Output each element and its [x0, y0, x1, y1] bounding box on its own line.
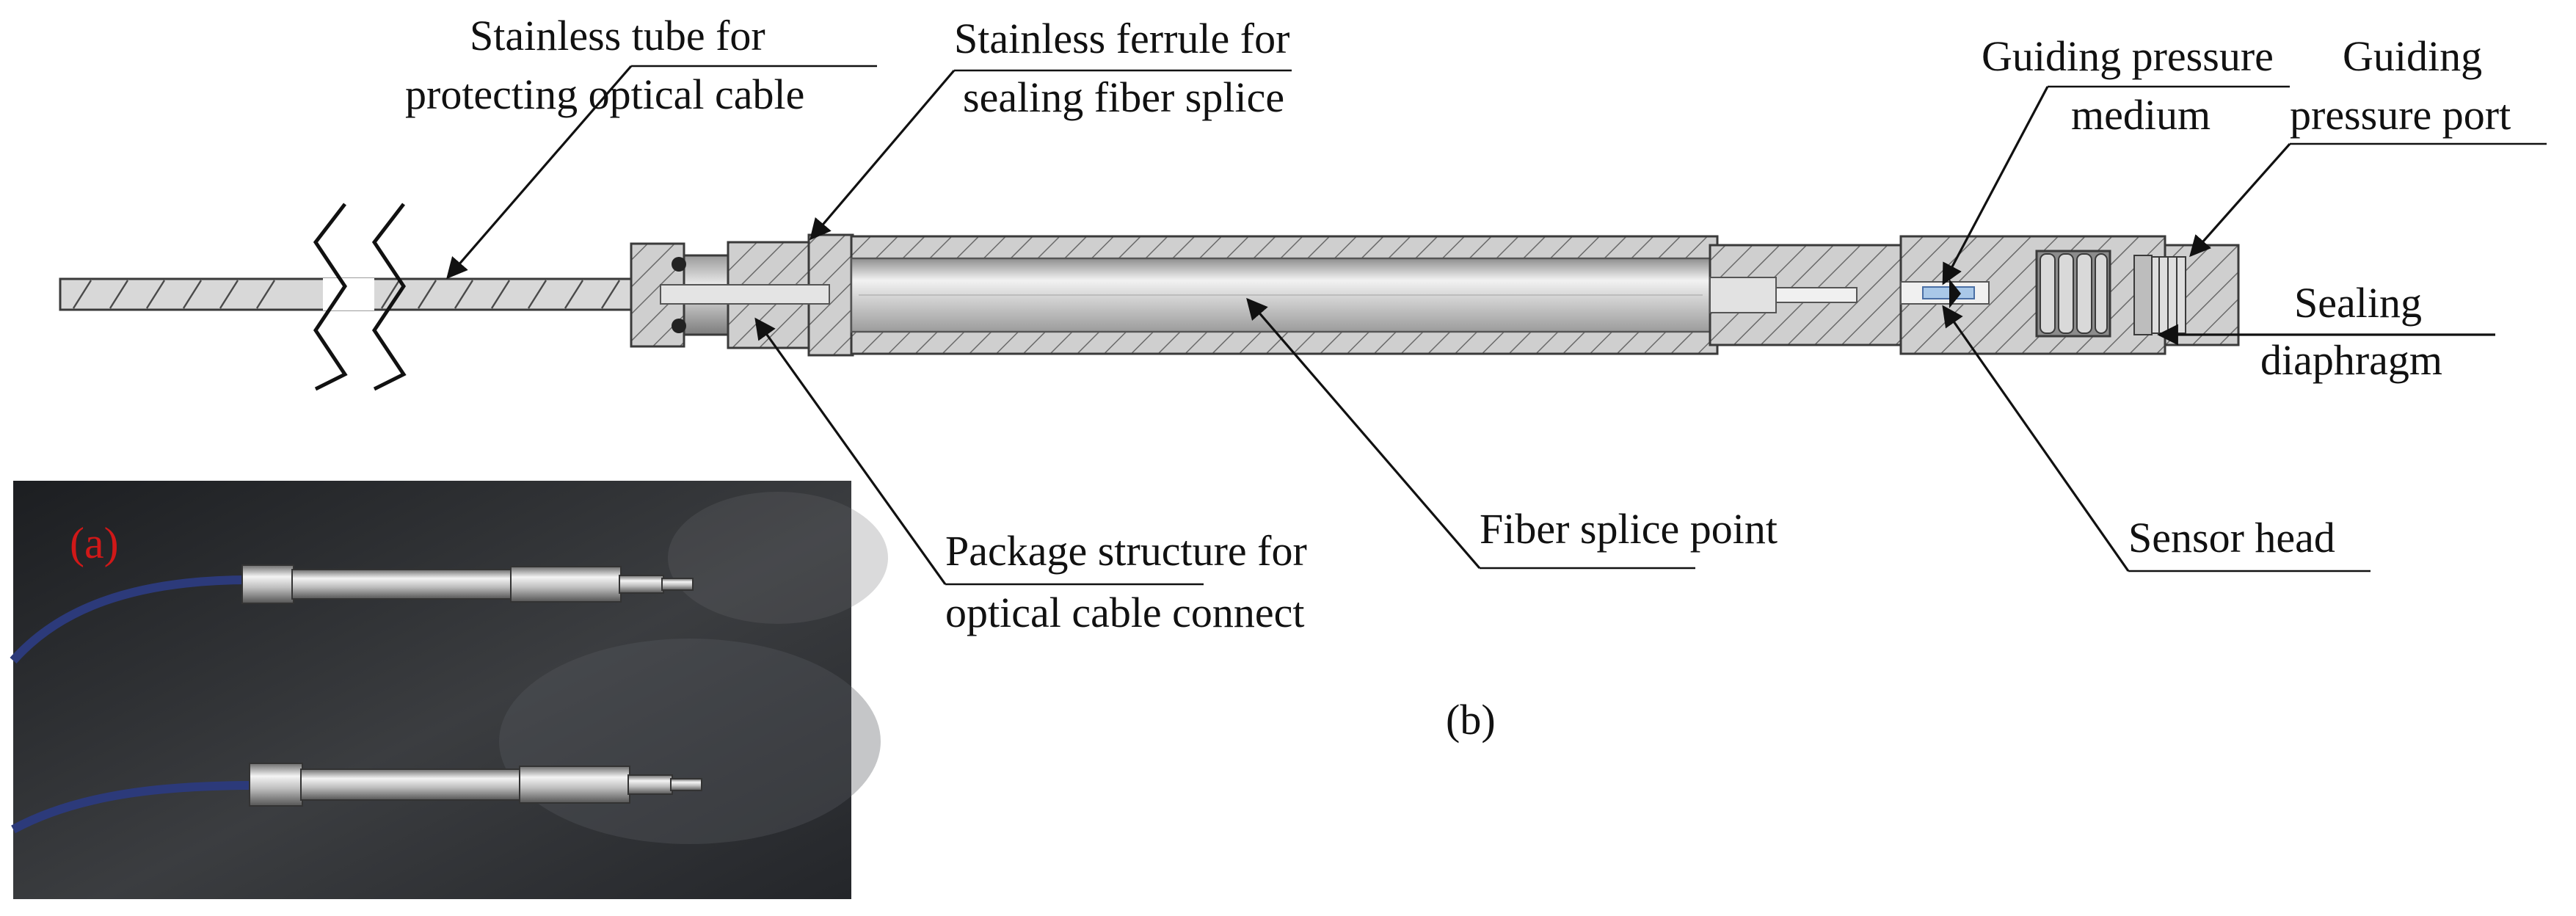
label-stainless-ferrule-line1: Stainless ferrule for: [954, 15, 1289, 62]
label-stainless-tube-line1: Stainless tube for: [470, 12, 765, 59]
photo-sensor-1: [10, 564, 694, 664]
label-sealing-diaphragm: Sealing diaphragm: [2157, 279, 2495, 384]
label-fiber-splice: Fiber splice point: [1246, 297, 1778, 570]
label-guiding-pressure-port: Guiding pressure port: [2189, 32, 2547, 258]
photo-panel: (a): [10, 481, 888, 899]
label-package-structure: Package structure for optical cable conn…: [754, 317, 1307, 636]
label-package-structure-line1: Package structure for: [945, 527, 1307, 575]
housing-body-drawing: [850, 235, 1719, 355]
label-fiber-splice-text: Fiber splice point: [1480, 505, 1778, 553]
label-stainless-tube: Stainless tube for protecting optical ca…: [405, 12, 877, 280]
label-guiding-port-line2: pressure port: [2290, 91, 2511, 139]
label-guiding-port-line1: Guiding: [2343, 32, 2482, 80]
transition-block-drawing: [1709, 244, 1902, 346]
label-stainless-tube-line2: protecting optical cable: [405, 70, 804, 118]
label-stainless-ferrule: Stainless ferrule for sealing fiber spli…: [809, 15, 1292, 241]
panel-tag-b: (b): [1446, 696, 1496, 744]
stainless-tube-drawing: [59, 203, 663, 391]
label-sensor-head-text: Sensor head: [2128, 514, 2335, 561]
sensor-cross-section: [59, 203, 2240, 391]
panel-tag-a: (a): [70, 519, 119, 567]
label-sealing-diaphragm-line2: diaphragm: [2260, 336, 2442, 384]
label-sensor-head: Sensor head: [1942, 305, 2371, 572]
label-package-structure-line2: optical cable connect: [945, 589, 1305, 636]
cable-connector-drawing: [630, 233, 854, 357]
sensor-head-drawing: [1899, 235, 2240, 355]
label-guiding-medium-line1: Guiding pressure: [1982, 32, 2274, 80]
threaded-port-drawing: [2035, 250, 2186, 338]
label-stainless-ferrule-line2: sealing fiber splice: [963, 73, 1284, 121]
label-sealing-diaphragm-line1: Sealing: [2294, 279, 2422, 327]
label-guiding-pressure-medium: Guiding pressure medium: [1942, 32, 2290, 286]
photo-sensor-2: [11, 763, 702, 834]
label-guiding-medium-line2: medium: [2071, 91, 2211, 139]
